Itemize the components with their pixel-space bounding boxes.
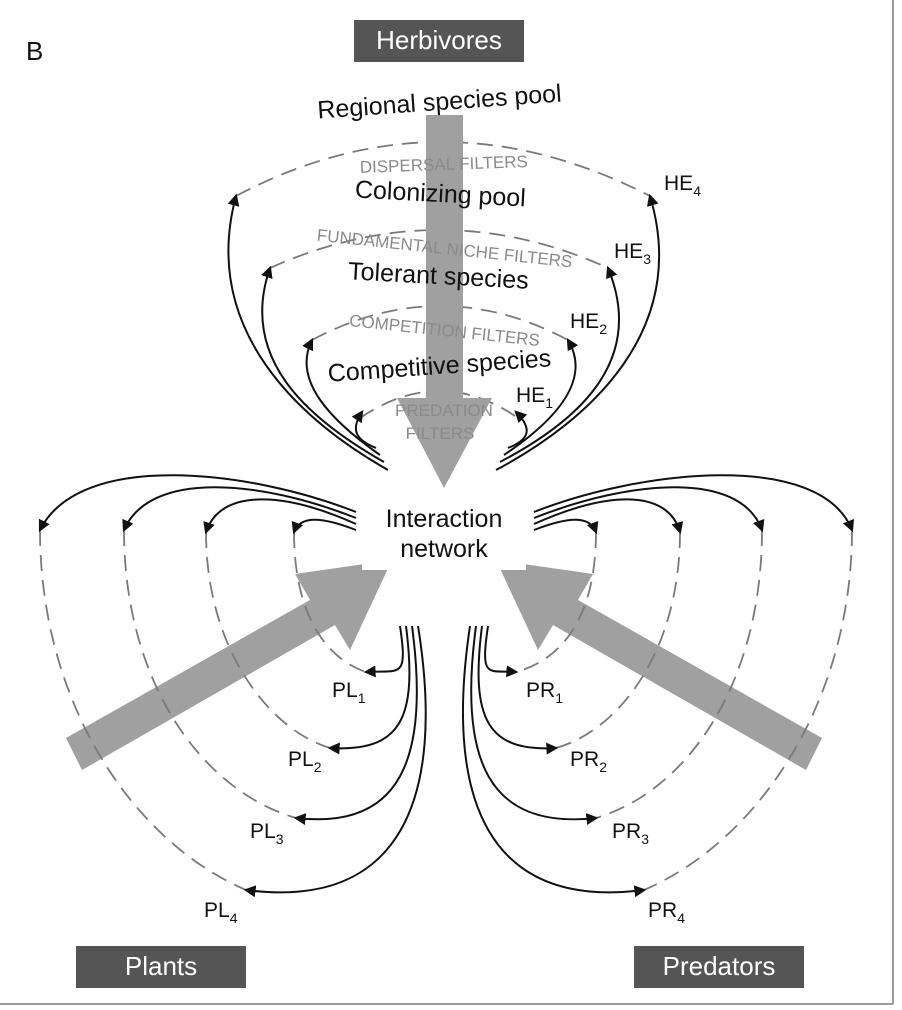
pl2-label: PL2 bbox=[288, 748, 322, 775]
plant-big-arrow bbox=[66, 560, 392, 770]
predator-feedback-curves bbox=[462, 474, 854, 898]
pr4-label: PR4 bbox=[648, 899, 685, 926]
panel-letter: B bbox=[26, 36, 43, 66]
he4-label: HE4 bbox=[664, 172, 701, 199]
svg-text:Interaction: Interaction bbox=[386, 505, 503, 533]
predators-box: Predators bbox=[634, 946, 804, 988]
svg-text:Plants: Plants bbox=[125, 951, 197, 981]
plant-feedback-curves bbox=[38, 474, 427, 898]
predator-big-arrow bbox=[496, 560, 822, 770]
pl1-label: PL1 bbox=[332, 679, 366, 706]
he2-label: HE2 bbox=[570, 310, 607, 337]
predator-filter-arcs bbox=[515, 529, 853, 891]
predation-filters-label-2: FILTERS bbox=[406, 424, 475, 443]
colonizing-pool-label: Colonizing pool bbox=[354, 176, 526, 213]
pr2-label: PR2 bbox=[570, 748, 607, 775]
he1-label: HE1 bbox=[516, 384, 553, 411]
he3-label: HE3 bbox=[614, 240, 651, 267]
plant-filter-arcs bbox=[39, 529, 367, 891]
svg-text:Herbivores: Herbivores bbox=[376, 25, 502, 55]
pr3-label: PR3 bbox=[612, 820, 649, 847]
svg-text:Predators: Predators bbox=[663, 951, 776, 981]
herbivores-box: Herbivores bbox=[354, 20, 524, 62]
pl3-label: PL3 bbox=[250, 820, 284, 847]
svg-text:network: network bbox=[400, 535, 488, 563]
pl4-label: PL4 bbox=[204, 899, 238, 926]
pr1-label: PR1 bbox=[526, 679, 563, 706]
herbivore-big-arrow bbox=[397, 115, 492, 488]
herbivore-feedback-curves bbox=[227, 193, 661, 471]
plants-box: Plants bbox=[76, 946, 246, 988]
interaction-network-node: Interaction network bbox=[362, 498, 526, 570]
predation-filters-label-1: PREDATION bbox=[395, 401, 493, 420]
dispersal-filters-label: DISPERSAL FILTERS bbox=[359, 152, 528, 177]
